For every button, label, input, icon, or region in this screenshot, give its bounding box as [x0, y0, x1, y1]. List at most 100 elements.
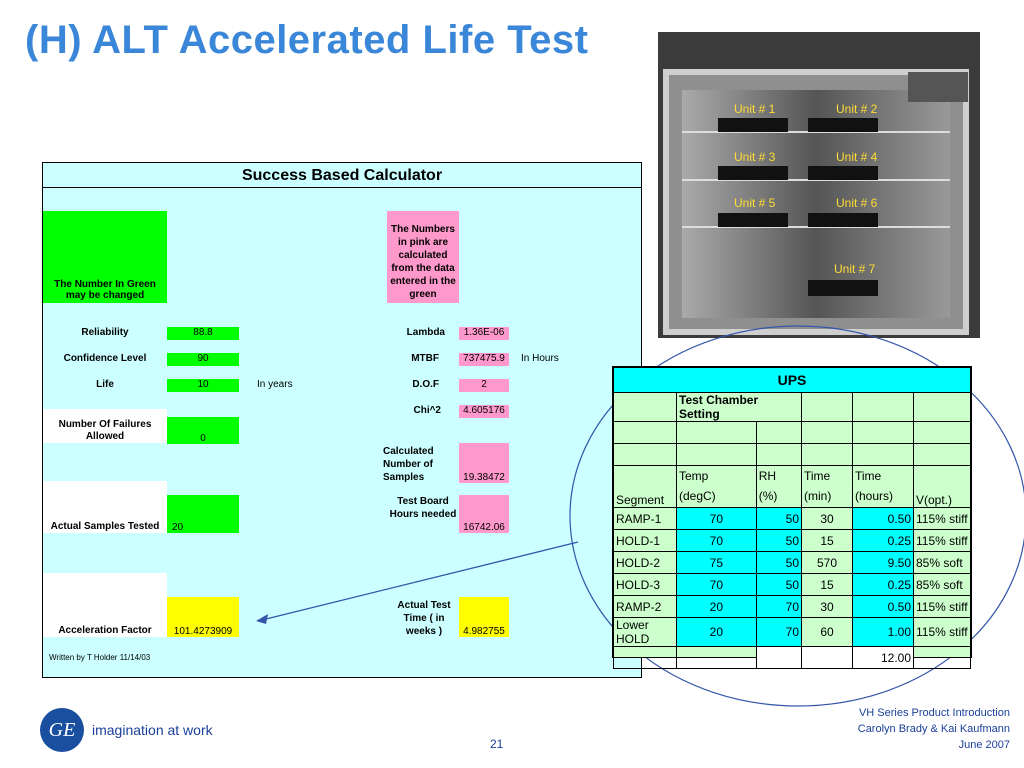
min-cell: 30	[801, 507, 853, 530]
ups-table: UPS Test Chamber Setting Segment Temp(de…	[613, 367, 971, 669]
min-cell: 570	[801, 551, 853, 574]
time-min-header: Time (min)	[801, 465, 853, 508]
rh-cell: 50	[755, 529, 803, 552]
temp-cell: 70	[676, 529, 757, 552]
samples-tested-label: Actual Samples Tested	[50, 521, 160, 532]
written-by: Written by T Holder 11/14/03	[49, 653, 151, 662]
chamber-illustration	[658, 32, 980, 338]
lambda-label: Lambda	[406, 327, 445, 338]
segment-cell: RAMP-1	[613, 507, 677, 530]
segment-cell: RAMP-2	[613, 595, 677, 618]
unit-3-label: Unit # 3	[734, 150, 776, 164]
slide-title: (H) ALT Accelerated Life Test	[25, 18, 589, 62]
total-row: 12.00	[613, 646, 971, 669]
total-hours: 12.00	[852, 646, 914, 669]
temp-header: Temp(degC)	[676, 465, 757, 508]
segment-header: Segment	[613, 465, 677, 508]
time-hours-header-line2: (hours)	[855, 489, 894, 503]
life-unit: In years	[257, 379, 293, 390]
rh-header: RH (%)	[755, 465, 803, 508]
v-cell: 85% soft	[913, 573, 971, 596]
table-row: HOLD-3 70 50 15 0.25 85% soft	[613, 573, 971, 596]
hours-cell: 0.25	[852, 573, 914, 596]
unit-1-label: Unit # 1	[734, 102, 776, 116]
lambda-value: 1.36E-06	[459, 327, 509, 340]
footer-line-1: VH Series Product Introduction	[858, 707, 1010, 719]
time-hours-header: Time (hours)	[852, 465, 914, 508]
ups-title: UPS	[613, 367, 971, 393]
ups-table-panel: UPS Test Chamber Setting Segment Temp(de…	[612, 366, 972, 669]
hours-cell: 0.25	[852, 529, 914, 552]
table-row: RAMP-2 20 70 30 0.50 115% stiff	[613, 595, 971, 618]
unit-5-label: Unit # 5	[734, 196, 776, 210]
reliability-label: Reliability	[81, 327, 129, 338]
accel-label-box	[43, 573, 167, 637]
dof-label: D.O.F	[412, 379, 439, 390]
footer-line-3: June 2007	[958, 739, 1010, 751]
test-chamber-photo: Unit # 1 Unit # 2 Unit # 3 Unit # 4 Unit…	[658, 32, 980, 338]
temp-cell: 20	[676, 595, 757, 618]
samples-tested-input[interactable]: 20	[167, 495, 239, 533]
unit-7-label: Unit # 7	[834, 262, 876, 276]
ge-logo-text: GE	[48, 718, 76, 741]
v-cell: 115% stiff	[913, 595, 971, 618]
rh-cell: 50	[755, 551, 803, 574]
failures-input[interactable]: 0	[167, 417, 239, 444]
chi-value: 4.605176	[459, 405, 509, 418]
green-note-text: The Number In Green may be changed	[54, 279, 156, 301]
confidence-input[interactable]: 90	[167, 353, 239, 366]
accel-value: 101.4273909	[173, 626, 233, 637]
accel-label: Acceleration Factor	[58, 625, 152, 636]
v-cell: 115% stiff	[913, 507, 971, 530]
test-time-value: 4.982755	[463, 626, 505, 637]
footer-line-2: Carolyn Brady & Kai Kaufmann	[857, 723, 1010, 735]
rh-cell: 70	[755, 617, 803, 647]
pink-note-box: The Numbers in pink are calculated from …	[387, 211, 459, 303]
mtbf-unit: In Hours	[521, 353, 559, 364]
table-row: HOLD-1 70 50 15 0.25 115% stiff	[613, 529, 971, 552]
chi-label: Chi^2	[413, 405, 441, 416]
time-min-header-line2: (min)	[804, 489, 832, 503]
rh-cell: 70	[755, 595, 803, 618]
unit-2-label: Unit # 2	[836, 102, 878, 116]
success-calculator: Success Based Calculator The Number In G…	[42, 162, 642, 678]
v-cell: 115% stiff	[913, 617, 971, 647]
time-hours-header-line1: Time	[855, 469, 882, 483]
rh-header-line1: RH	[758, 469, 777, 483]
mtbf-value: 737475.9	[459, 353, 509, 366]
reliability-input[interactable]: 88.8	[167, 327, 239, 340]
unit-6-label: Unit # 6	[836, 196, 878, 210]
ge-logo-icon: GE	[40, 708, 84, 752]
min-cell: 15	[801, 529, 853, 552]
hours-cell: 0.50	[852, 507, 914, 530]
mtbf-label: MTBF	[411, 353, 439, 364]
unit-4-label: Unit # 4	[836, 150, 878, 164]
v-header: V(opt.)	[913, 465, 971, 508]
time-min-header-line1: Time	[804, 469, 831, 483]
hours-cell: 0.50	[852, 595, 914, 618]
rh-cell: 50	[755, 507, 803, 530]
temp-cell: 70	[676, 573, 757, 596]
pink-note-text: The Numbers in pink are calculated from …	[390, 224, 456, 300]
temp-header-line1: Temp	[679, 469, 709, 483]
failures-value: 0	[200, 433, 206, 444]
hours-cell: 1.00	[852, 617, 914, 647]
temp-cell: 20	[676, 617, 757, 647]
dof-value: 2	[459, 379, 509, 392]
segment-cell: HOLD-1	[613, 529, 677, 552]
chamber-setting-header: Test Chamber Setting	[676, 392, 802, 422]
life-label: Life	[96, 379, 114, 390]
calc-samples-label: Calculated Number of Samples	[383, 446, 434, 483]
calculator-title: Success Based Calculator	[43, 163, 641, 188]
segment-cell: Lower HOLD	[613, 617, 677, 647]
life-input[interactable]: 10	[167, 379, 239, 392]
rh-header-line2: (%)	[758, 489, 778, 503]
temp-cell: 75	[676, 551, 757, 574]
samples-label-box	[43, 481, 167, 533]
segment-cell: HOLD-2	[613, 551, 677, 574]
confidence-label: Confidence Level	[63, 353, 147, 364]
board-hours-value: 16742.06	[463, 522, 505, 533]
test-time-label: Actual Test Time ( in weeks )	[397, 600, 451, 637]
table-row: RAMP-1 70 50 30 0.50 115% stiff	[613, 507, 971, 530]
brand-tagline: imagination at work	[92, 722, 213, 738]
